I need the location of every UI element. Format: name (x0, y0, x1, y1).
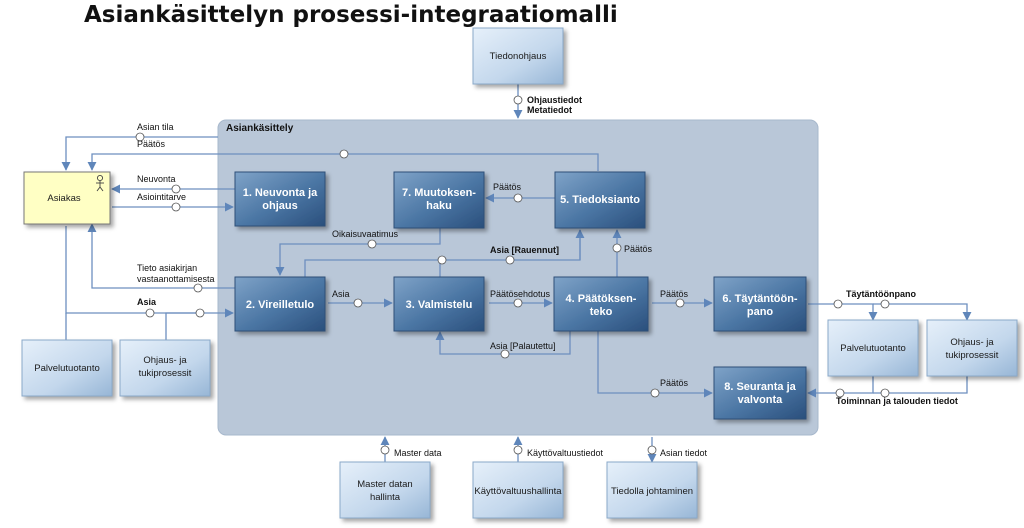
label-muutoksenhaku-2: haku (426, 200, 452, 212)
external-labels: Tiedonohjaus Asiakas Palvelutuotanto Ohj… (34, 51, 999, 503)
label-asiakas: Asiakas (47, 193, 81, 204)
label-paatos-tiedoksianto: Päätös (624, 244, 653, 254)
label-seuranta-2: valvonta (738, 394, 784, 406)
label-neuvonta: Neuvonta (137, 174, 176, 184)
label-neuvonta-1: 1. Neuvonta ja (243, 187, 318, 199)
connector-oikaisuvaatimus (275, 228, 441, 276)
label-paatos-taytantoonpano: Päätös (660, 289, 689, 299)
label-vireilletulo: 2. Vireilletulo (246, 299, 315, 311)
box-asiakas[interactable] (23, 171, 111, 225)
label-asia-rauennut: Asia [Rauennut] (490, 245, 559, 255)
label-asia-mid: Asia (332, 289, 350, 299)
container-title: Asiankäsittely (226, 123, 294, 134)
label-taytantoonpano-2: pano (747, 306, 774, 318)
label-neuvonta-2: ohjaus (262, 200, 297, 212)
label-kayttovaltuus: Käyttövaltuushallinta (474, 486, 562, 497)
box-kayttovaltuus[interactable] (472, 461, 564, 519)
box-valmistelu[interactable] (393, 276, 485, 332)
box-tiedolla-johtaminen[interactable] (606, 461, 698, 519)
label-ohjaus-right-2: tukiprosessit (946, 350, 999, 361)
label-paatosehdotus: Päätösehdotus (490, 289, 551, 299)
label-paatos-seuranta: Päätös (660, 378, 689, 388)
label-metatiedot: Metatiedot (527, 105, 572, 115)
label-asian-tila: Asian tila (137, 122, 174, 132)
label-ohjaustiedot: Ohjaustiedot (527, 95, 582, 105)
page-title: Asiankäsittelyn prosessi-integraatiomall… (84, 2, 618, 28)
connector-labels: Ohjaustiedot Metatiedot Asian tila Päätö… (137, 95, 958, 458)
label-paatoksenteko-2: teko (590, 306, 613, 318)
asiankasittely-container (217, 119, 819, 436)
label-masterdata-2: hallinta (370, 492, 401, 503)
label-paatos-top: Päätös (137, 139, 166, 149)
label-oikaisuvaatimus: Oikaisuvaatimus (332, 229, 399, 239)
label-ohjaus-left-1: Ohjaus- ja (143, 355, 187, 366)
connector-paatos-seuranta (597, 330, 713, 398)
connector-taytantoonpano-2 (873, 303, 972, 321)
label-paatos-muutoksenhaku: Päätös (493, 182, 522, 192)
label-muutoksenhaku-1: 7. Muutoksen- (402, 187, 476, 199)
box-paatoksenteko[interactable] (553, 276, 649, 332)
box-seuranta[interactable] (713, 366, 807, 420)
box-ohjaus-left[interactable] (119, 339, 211, 397)
label-seuranta-1: 8. Seuranta ja (724, 381, 796, 393)
box-muutoksenhaku[interactable] (393, 171, 485, 229)
box-masterdata[interactable] (339, 461, 431, 519)
label-tieto-2: vastaanottamisesta (137, 274, 215, 284)
label-tiedoksianto: 5. Tiedoksianto (560, 194, 640, 206)
box-vireilletulo[interactable] (234, 276, 326, 332)
connector-asian-tila (61, 136, 218, 171)
label-asia-palautettu: Asia [Palautettu] (490, 341, 556, 351)
label-ohjaus-left-2: tukiprosessit (139, 368, 192, 379)
label-master-data: Master data (394, 448, 442, 458)
box-taytantoonpano[interactable] (713, 276, 807, 332)
box-palvelutuotanto-left[interactable] (21, 339, 113, 397)
label-palvelutuotanto-left: Palvelutuotanto (34, 363, 100, 374)
label-taytantoonpano: Täytäntöönpano (846, 289, 916, 299)
box-neuvonta[interactable] (234, 171, 326, 227)
box-tiedoksianto[interactable] (554, 171, 646, 229)
connector-ohjaus-left (165, 312, 200, 340)
label-ohjaus-right-1: Ohjaus- ja (950, 337, 994, 348)
label-asiointitarve: Asiointitarve (137, 192, 186, 202)
label-kayttovaltuustiedot: Käyttövaltuustiedot (527, 448, 604, 458)
label-masterdata-1: Master datan (357, 479, 412, 490)
label-asian-tiedot: Asian tiedot (660, 448, 708, 458)
connector-tieto (87, 223, 235, 289)
connector-toiminnan-tiedot-2 (873, 376, 968, 394)
process-labels: 1. Neuvonta ja ohjaus 2. Vireilletulo 3.… (243, 187, 798, 406)
connector-markers (135, 95, 890, 455)
box-tiedonohjaus[interactable] (472, 27, 564, 85)
label-toiminnan-tiedot: Toiminnan ja talouden tiedot (836, 396, 958, 406)
label-valmistelu: 3. Valmistelu (406, 299, 473, 311)
label-paatoksenteko-1: 4. Päätöksen- (566, 293, 637, 305)
box-palvelutuotanto-right[interactable] (827, 319, 919, 377)
label-tiedolla-johtaminen: Tiedolla johtaminen (611, 486, 693, 497)
label-asia-left: Asia (137, 297, 157, 307)
process-boxes (234, 171, 807, 420)
box-ohjaus-right[interactable] (926, 319, 1018, 377)
label-tiedonohjaus: Tiedonohjaus (490, 51, 547, 62)
label-tieto-1: Tieto asiakirjan (137, 263, 197, 273)
label-palvelutuotanto-right: Palvelutuotanto (840, 343, 906, 354)
label-taytantoonpano-1: 6. Täytäntöön- (722, 293, 798, 305)
external-boxes (21, 27, 1018, 519)
actor-icon (96, 174, 104, 192)
